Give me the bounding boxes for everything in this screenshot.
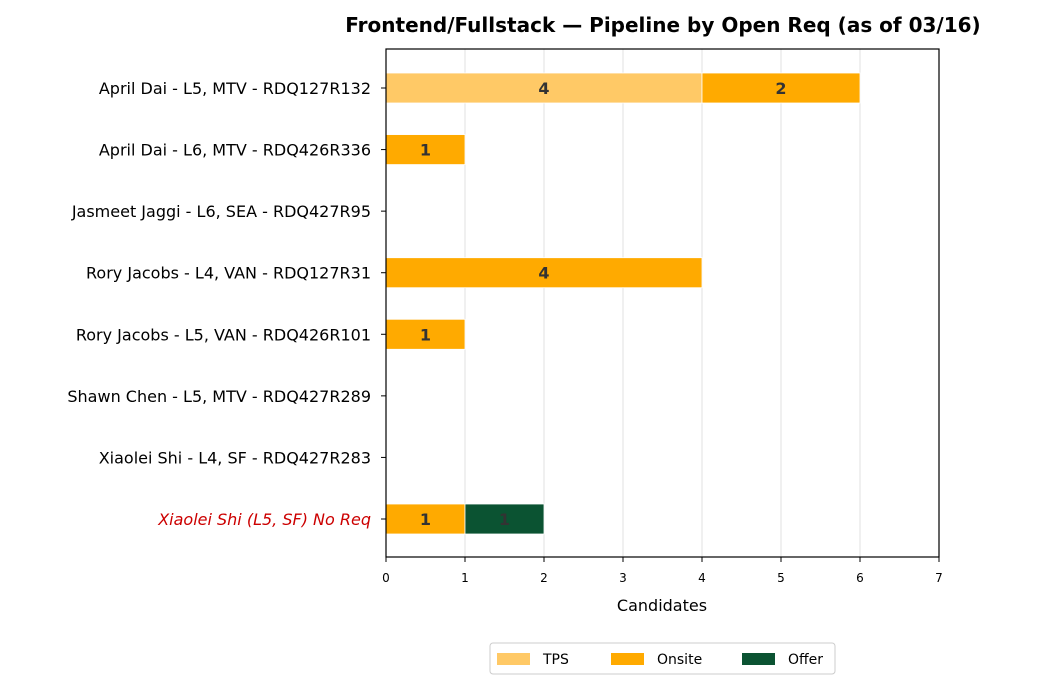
legend-swatch-offer[interactable] [742, 653, 775, 665]
y-tick-label: Rory Jacobs - L4, VAN - RDQ127R31 [86, 264, 371, 283]
bar-segment-onsite [701, 72, 861, 104]
x-axis-label: Candidates [617, 596, 707, 615]
y-tick-label: Xiaolei Shi - L4, SF - RDQ427R283 [99, 448, 371, 467]
y-tick-label: April Dai - L6, MTV - RDQ426R336 [99, 141, 371, 160]
bar-segment-onsite [385, 318, 466, 350]
legend-label-onsite[interactable]: Onsite [657, 652, 702, 668]
y-tick-label: Rory Jacobs - L5, VAN - RDQ426R101 [76, 325, 371, 344]
x-tick-label: 2 [540, 571, 548, 585]
legend-label-offer[interactable]: Offer [788, 652, 823, 668]
bar-value-label: 1 [499, 510, 510, 529]
legend-label-tps[interactable]: TPS [542, 652, 569, 668]
bar-value-label: 4 [538, 264, 549, 283]
bar-segment-onsite [385, 503, 466, 535]
y-tick-label: Jasmeet Jaggi - L6, SEA - RDQ427R95 [71, 202, 371, 221]
bar-value-label: 1 [420, 510, 431, 529]
y-tick-label: April Dai - L5, MTV - RDQ127R132 [99, 79, 371, 98]
y-tick-label: Xiaolei Shi (L5, SF) No Req [157, 510, 371, 529]
bar-segment-offer [464, 503, 545, 535]
bar-segment-onsite [385, 134, 466, 165]
plot-frame [385, 48, 940, 558]
bars [385, 72, 861, 535]
bar-value-label: 1 [420, 141, 431, 160]
x-tick-label: 3 [619, 571, 627, 585]
x-tick-label: 5 [777, 571, 785, 585]
x-tick-label: 6 [856, 571, 864, 585]
bar-value-label: 4 [538, 79, 549, 98]
x-tick-label: 1 [461, 571, 469, 585]
grid-lines [464, 49, 940, 557]
legend[interactable]: TPS Onsite Offer [489, 642, 836, 675]
bar-value-labels: 4 2 1 4 1 1 1 [420, 79, 787, 529]
bar-value-label: 2 [775, 79, 786, 98]
chart-title: Frontend/Fullstack — Pipeline by Open Re… [345, 13, 980, 37]
bar-value-label: 1 [420, 325, 431, 344]
x-tick-label: 4 [698, 571, 706, 585]
legend-swatch-tps[interactable] [497, 653, 530, 665]
y-tick-label: Shawn Chen - L5, MTV - RDQ427R289 [67, 387, 371, 406]
legend-swatch-onsite[interactable] [611, 653, 644, 665]
x-tick-label: 0 [382, 571, 390, 585]
legend-box [489, 642, 836, 675]
x-tick-label: 7 [935, 571, 943, 585]
